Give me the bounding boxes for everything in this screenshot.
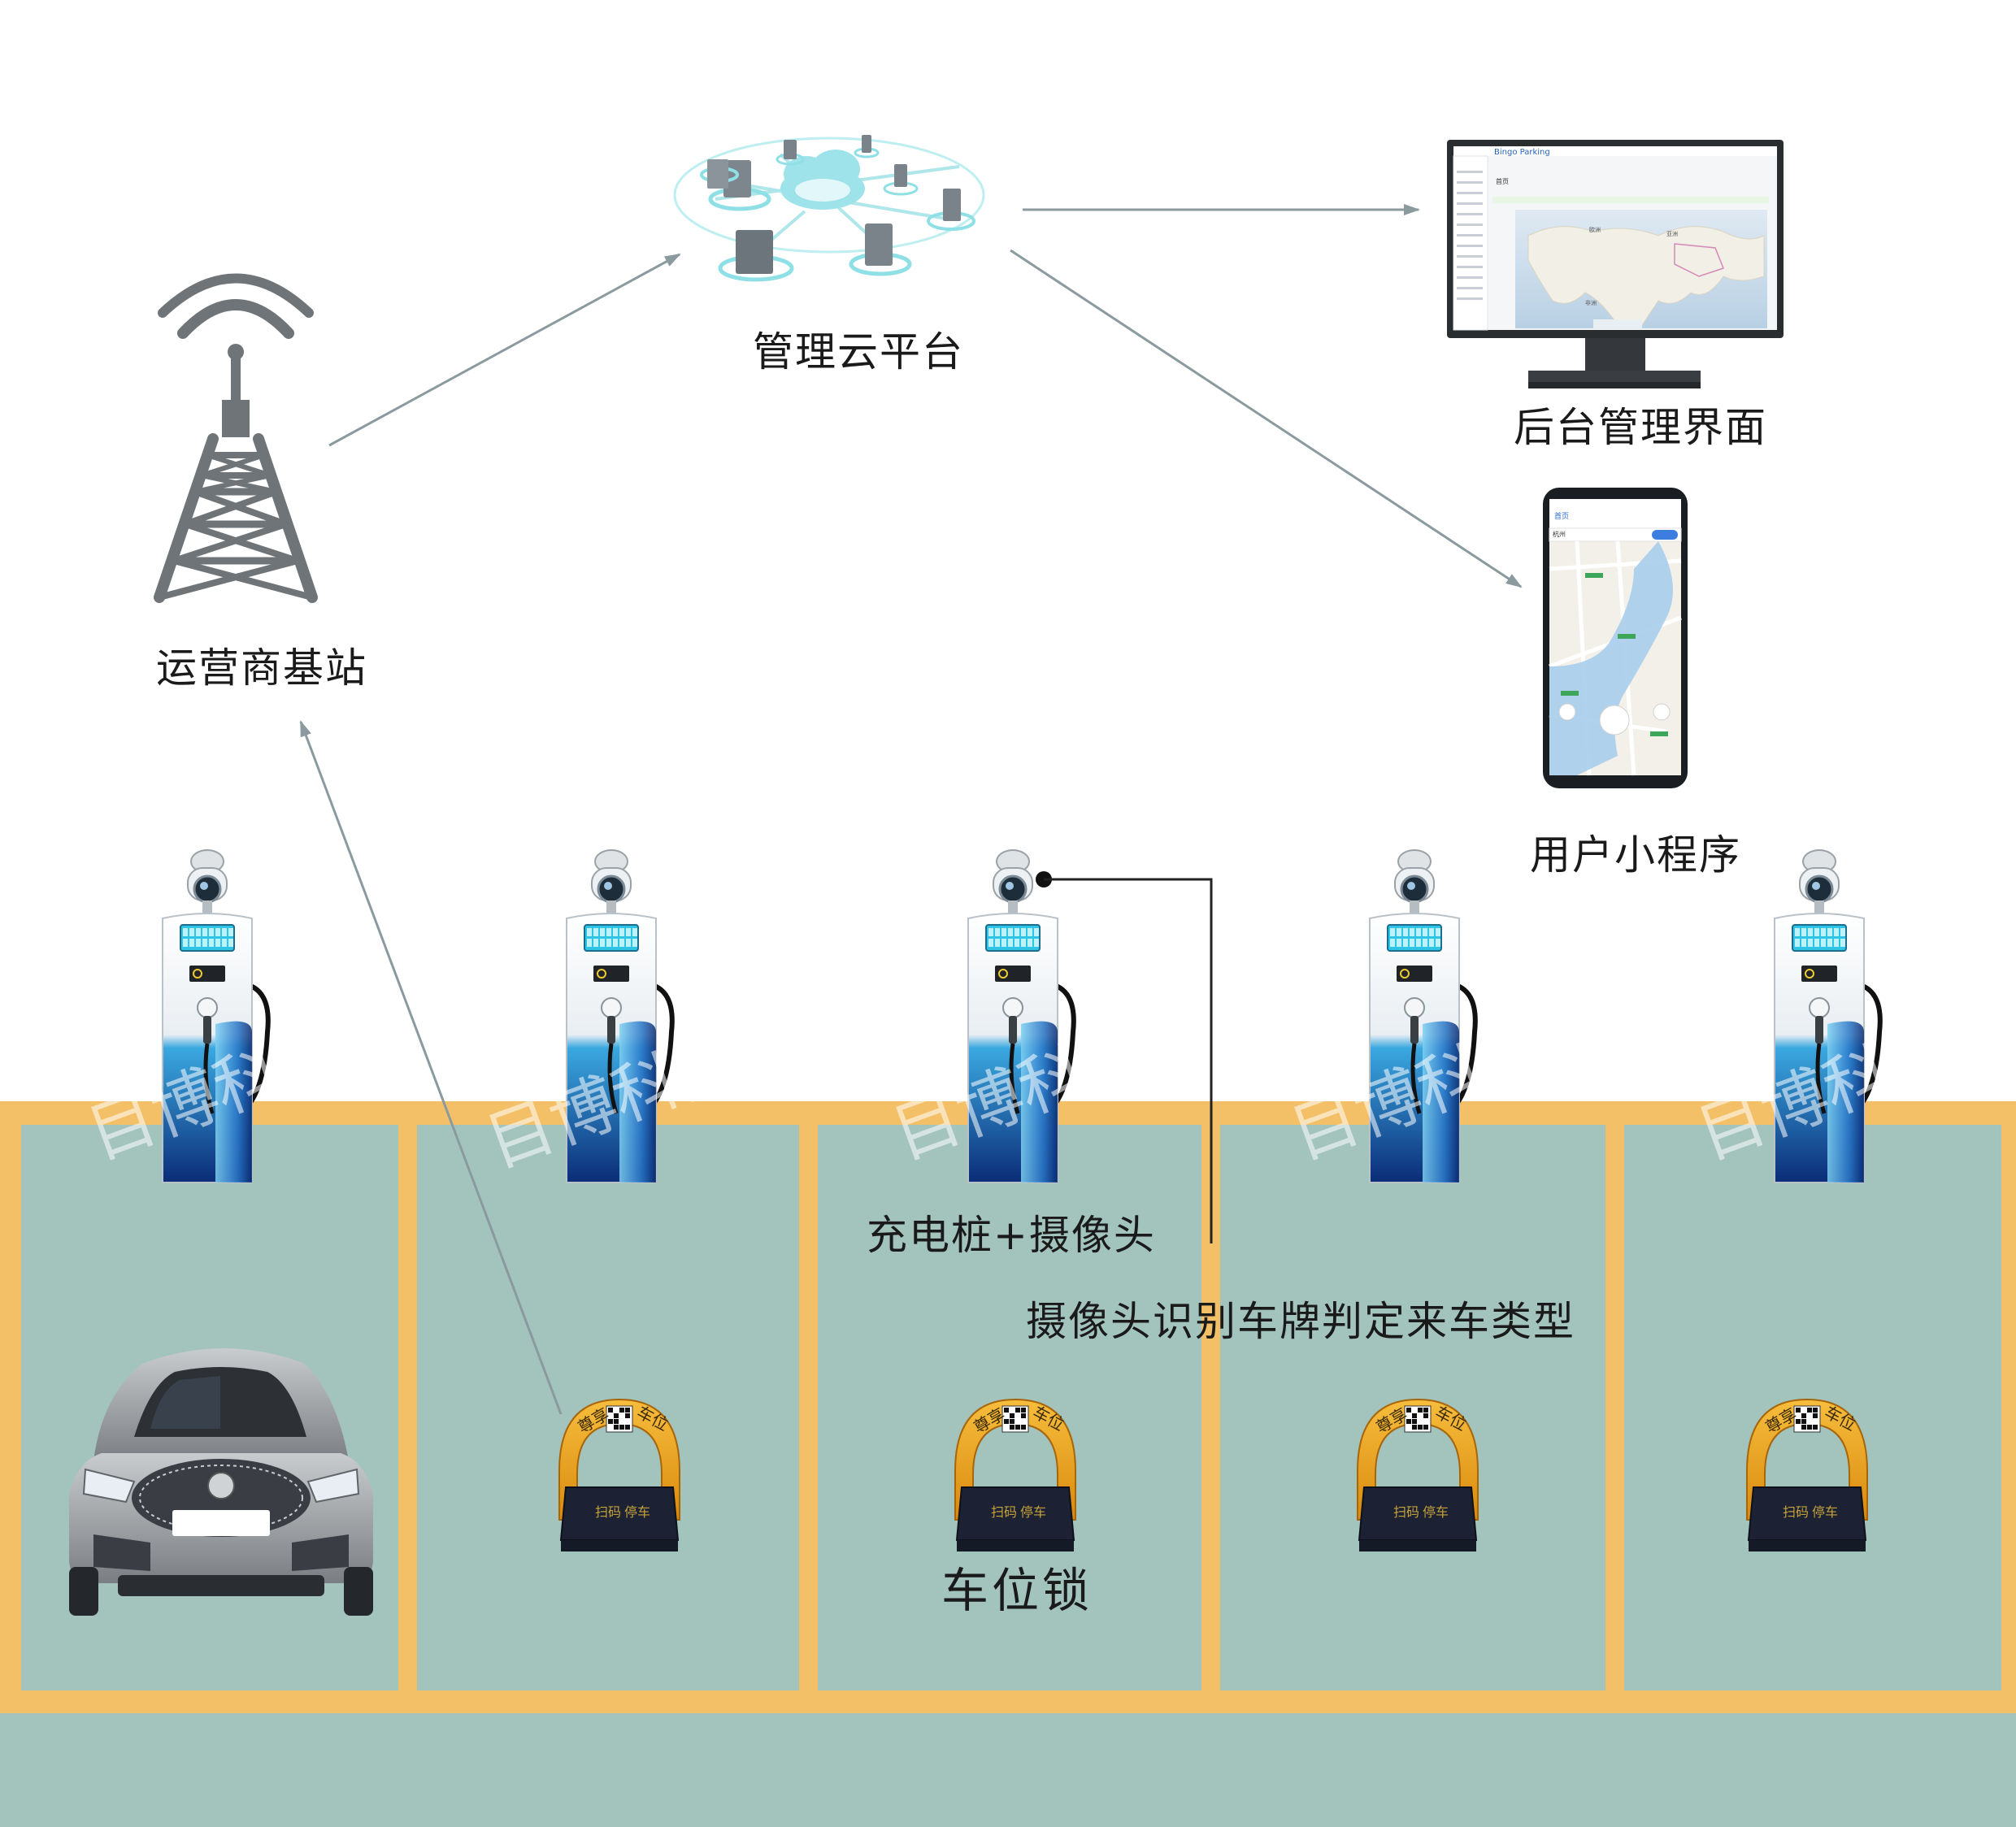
cloud-network-icon: [673, 135, 985, 282]
lock-base-text-left: 扫码: [1393, 1504, 1419, 1520]
charging-plug-icon: [607, 1016, 615, 1044]
label-parking-lock: 车位锁: [941, 1563, 1093, 1618]
charging-plug-icon: [1410, 1016, 1419, 1044]
phone-icon: [1543, 488, 1688, 788]
lock-base-text-right: 停车: [1423, 1504, 1449, 1520]
camera-lens-icon: [597, 874, 626, 904]
arrow-lock-to-tower: [299, 720, 563, 1415]
parking-lock-icon: 尊享车位扫码停车: [1746, 1398, 1868, 1551]
monitor-page-title: 首页: [1496, 177, 1509, 185]
label-camera-note: 摄像头识别车牌判定来车类型: [1026, 1298, 1575, 1345]
charging-plug-icon: [1815, 1016, 1823, 1044]
lock-base-text-right: 停车: [1812, 1504, 1838, 1520]
map-label-africa: 非洲: [1585, 299, 1597, 306]
camera-lens-icon: [1400, 874, 1429, 904]
lock-base-text-right: 停车: [624, 1504, 650, 1520]
car-icon: [69, 1348, 373, 1616]
callout-line: [1044, 878, 1213, 1243]
qr-code-icon: [606, 1405, 633, 1433]
qr-code-icon: [1793, 1405, 1821, 1433]
qr-code-icon: [1001, 1405, 1029, 1433]
phone-header: 首页: [1554, 511, 1569, 521]
camera-callout: [1036, 871, 1213, 1243]
charger-camera-unit: [566, 849, 675, 1183]
label-cloud: 管理云平台: [753, 328, 964, 375]
tower-icon: [154, 273, 318, 603]
camera-lens-icon: [998, 874, 1028, 904]
lock-base-text-right: 停车: [1020, 1504, 1046, 1520]
arrows: [299, 204, 1523, 1415]
camera-lens-icon: [1805, 874, 1834, 904]
monitor-brand: Bingo Parking: [1494, 148, 1550, 157]
charger-camera-unit: [1369, 849, 1478, 1183]
label-charger-camera: 充电桩+摄像头: [867, 1212, 1156, 1259]
lock-base-text-left: 扫码: [1783, 1504, 1809, 1520]
map-label-asia: 亚洲: [1666, 231, 1678, 237]
charging-plug-icon: [203, 1016, 211, 1044]
label-backend: 后台管理界面: [1514, 404, 1767, 451]
map-label-europe: 欧洲: [1589, 226, 1601, 233]
camera-lens-icon: [193, 874, 222, 904]
parking-lock-icon: 尊享车位扫码停车: [1357, 1398, 1479, 1551]
monitor-icon: [1447, 140, 1784, 388]
arrow-tower-to-cloud: [328, 253, 681, 447]
parking-lock-icon: 尊享车位扫码停车: [954, 1398, 1076, 1551]
lock-base-text-left: 扫码: [595, 1504, 621, 1520]
label-mini-program: 用户小程序: [1530, 831, 1741, 879]
label-tower: 运营商基站: [156, 644, 367, 692]
phone-location: 杭州: [1553, 530, 1566, 538]
lock-group: 尊享车位扫码停车尊享车位扫码停车尊享车位扫码停车尊享车位扫码停车: [558, 1398, 1868, 1551]
lock-base-text-left: 扫码: [991, 1504, 1017, 1520]
qr-code-icon: [1404, 1405, 1432, 1433]
charging-plug-icon: [1009, 1016, 1017, 1044]
charger-camera-unit: [1774, 849, 1883, 1183]
charger-camera-unit: [967, 849, 1076, 1183]
charger-group: [162, 849, 1883, 1183]
charger-camera-unit: [162, 849, 271, 1183]
arrow-cloud-to-app: [1010, 249, 1523, 588]
driveway: [0, 1713, 2016, 1827]
